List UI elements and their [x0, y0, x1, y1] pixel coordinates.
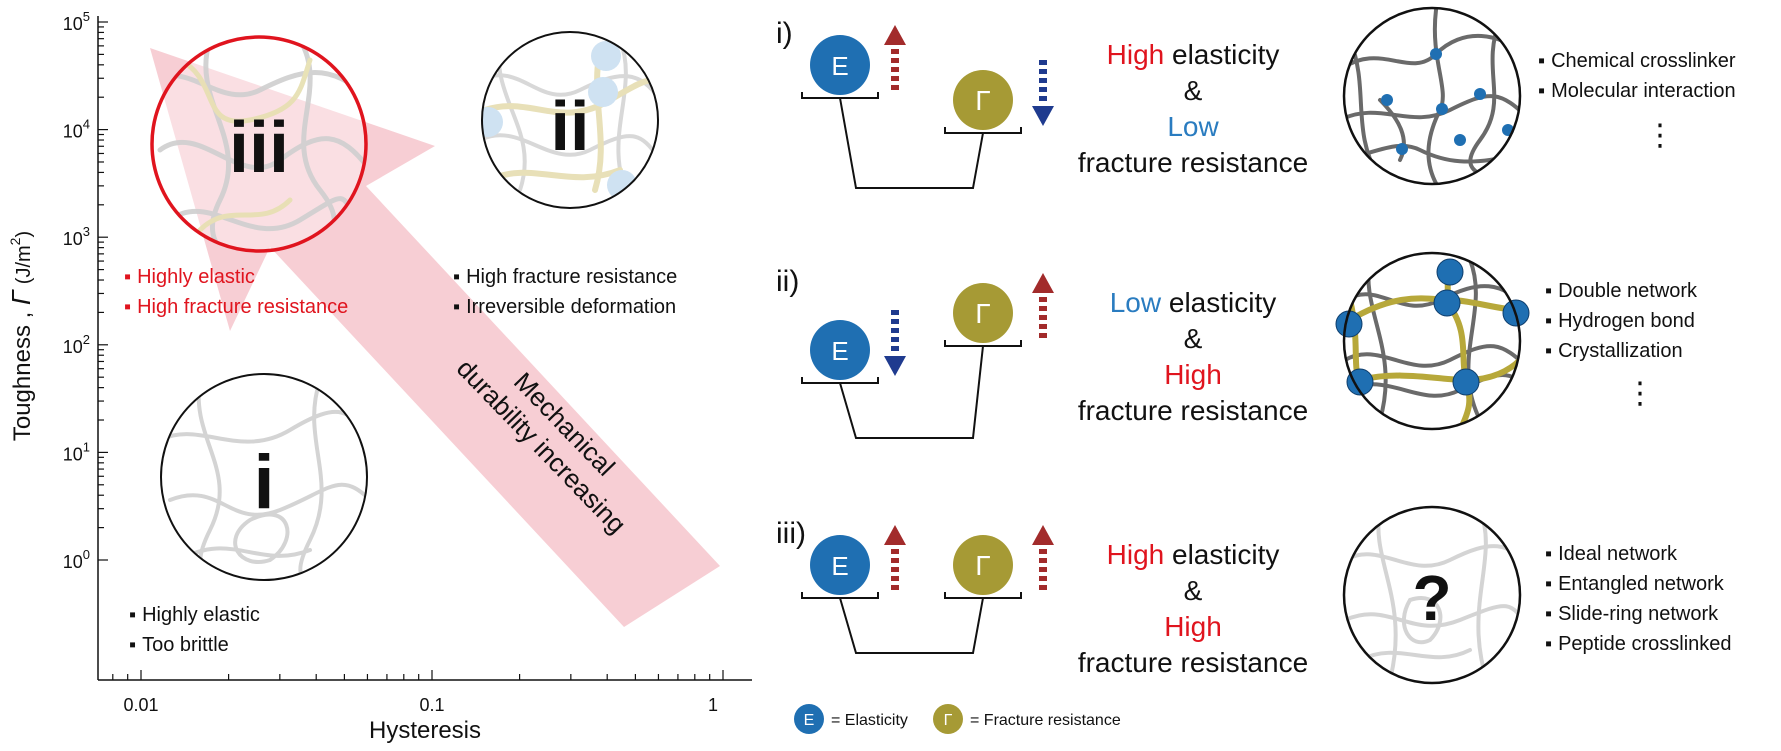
circle-ii-bullets: ▪High fracture resistance ▪Irreversible … — [453, 266, 677, 318]
case-label: iii) — [776, 517, 806, 550]
svg-text:▪Highly elastic: ▪Highly elastic — [129, 604, 260, 626]
elasticity-circle — [810, 35, 870, 95]
x-tick-marks — [112, 670, 724, 680]
circle-i-label: i — [253, 440, 274, 525]
circle-iii-label: iii — [229, 108, 289, 188]
network-circle-double — [1335, 251, 1530, 431]
description-amp: & — [1184, 323, 1203, 354]
durability-arrow — [150, 48, 720, 627]
example-item: ▪Hydrogen bond — [1545, 310, 1695, 332]
y-tick-marks — [98, 21, 108, 561]
y-tick-labels: 105 104 103 102 101 100 — [63, 9, 90, 572]
svg-text:▪Too brittle: ▪Too brittle — [129, 634, 229, 656]
ellipsis-vertical: ⋮ — [1645, 119, 1675, 152]
balance-scale — [801, 592, 1022, 654]
fracture-up-arrow — [1032, 525, 1054, 590]
legend-fracture-swatch — [933, 704, 963, 734]
example-item: ▪Entangled network — [1545, 573, 1725, 595]
description-line-4: fracture resistance — [1078, 147, 1308, 178]
y-tick-label: 100 — [63, 547, 90, 572]
y-tick-label: 104 — [63, 117, 90, 142]
description-line-1: High elasticity — [1107, 39, 1280, 70]
y-tick-label: 105 — [63, 9, 90, 34]
x-tick-label: 0.1 — [419, 695, 444, 715]
legend-elasticity-text: = Elasticity — [831, 712, 908, 729]
x-tick-label: 1 — [708, 695, 718, 715]
legend-fracture-text: = Fracture resistance — [970, 712, 1121, 729]
fracture-circle — [953, 70, 1013, 130]
case-row-3: iii) E Γ High elasticity & High fracture resis… — [776, 517, 1732, 678]
network-circle-ideal: ? — [1342, 505, 1522, 685]
elasticity-symbol: E — [831, 551, 848, 581]
balance-scale — [801, 340, 1022, 439]
fracture-symbol: Γ — [975, 298, 990, 329]
x-tick-label: 0.01 — [123, 695, 158, 715]
description-line-3: Low — [1167, 111, 1219, 142]
description-amp: & — [1184, 575, 1203, 606]
network-circle-chemical — [1342, 6, 1522, 186]
case-label: ii) — [776, 265, 799, 298]
svg-text:E: E — [804, 712, 815, 729]
toughness-hysteresis-plot: Mechanical durability increasing 1051041… — [6, 9, 752, 744]
description-line-3: High — [1164, 611, 1222, 642]
svg-text:Γ: Γ — [944, 712, 953, 729]
y-axis-title: Toughness , Γ(J/m2) — [6, 231, 36, 441]
example-item: ▪Slide-ring network — [1545, 603, 1719, 625]
circle-ii-label: ii — [551, 87, 590, 165]
elasticity-up-arrow — [884, 525, 906, 590]
description-line-3: High — [1164, 359, 1222, 390]
description-line-4: fracture resistance — [1078, 395, 1308, 426]
svg-text:▪Highly elastic: ▪Highly elastic — [124, 266, 255, 288]
fracture-symbol: Γ — [975, 85, 990, 116]
svg-text:▪High fracture resistance: ▪High fracture resistance — [453, 266, 677, 288]
elasticity-circle — [810, 320, 870, 380]
svg-text:Toughness , Γ(J/m2): Toughness , Γ(J/m2) — [6, 231, 36, 441]
legend: E = Elasticity Γ = Fracture resistance — [794, 704, 1121, 734]
example-item: ▪Ideal network — [1545, 543, 1678, 565]
description-line-4: fracture resistance — [1078, 647, 1308, 678]
example-item: ▪Chemical crosslinker — [1538, 50, 1736, 72]
y-tick-label: 102 — [63, 332, 90, 357]
legend-elasticity-swatch — [794, 704, 824, 734]
elasticity-symbol: E — [831, 336, 848, 366]
fracture-circle — [953, 283, 1013, 343]
question-mark: ? — [1412, 562, 1451, 634]
y-tick-label: 103 — [63, 224, 90, 249]
x-tick-labels: 0.01 0.1 1 — [123, 695, 718, 715]
cases-panel: i) E Γ High elasticity & Low fracture resistan… — [776, 17, 1736, 678]
circle-iii-bullets: ▪Highly elastic ▪High fracture resistanc… — [124, 266, 348, 318]
svg-text:▪Irreversible deformation: ▪Irreversible deformation — [453, 296, 676, 318]
balance-scale — [801, 92, 1022, 189]
network-circle-ii: ii — [481, 31, 659, 209]
circle-i-bullets: ▪Highly elastic ▪Too brittle — [129, 604, 260, 656]
case-row-1: i) E Γ High elasticity & Low fracture resistan… — [776, 17, 1736, 189]
example-item: ▪Peptide crosslinked — [1545, 633, 1732, 655]
network-circle-iii: iii — [150, 35, 368, 253]
elasticity-circle — [810, 535, 870, 595]
x-axis-title: Hysteresis — [369, 717, 481, 744]
description-line-1: Low elasticity — [1110, 287, 1277, 318]
y-tick-label: 101 — [63, 439, 90, 464]
example-item: ▪Molecular interaction — [1538, 80, 1736, 102]
network-circle-i: i — [160, 373, 368, 581]
example-item: ▪Double network — [1545, 280, 1698, 302]
svg-text:▪High fracture resistance: ▪High fracture resistance — [124, 296, 348, 318]
example-item: ▪Crystallization — [1545, 340, 1683, 362]
description-amp: & — [1184, 75, 1203, 106]
elasticity-symbol: E — [831, 51, 848, 81]
case-label: i) — [776, 17, 793, 50]
elasticity-up-arrow — [884, 25, 906, 90]
fracture-down-arrow — [1032, 60, 1054, 126]
description-line-1: High elasticity — [1107, 539, 1280, 570]
ellipsis-vertical: ⋮ — [1625, 377, 1655, 410]
fracture-symbol: Γ — [975, 550, 990, 581]
fracture-circle — [953, 535, 1013, 595]
fracture-up-arrow — [1032, 273, 1054, 338]
case-row-2: ii) E Γ Low elasticity & High fracture resista… — [776, 265, 1698, 439]
elasticity-down-arrow — [884, 310, 906, 376]
